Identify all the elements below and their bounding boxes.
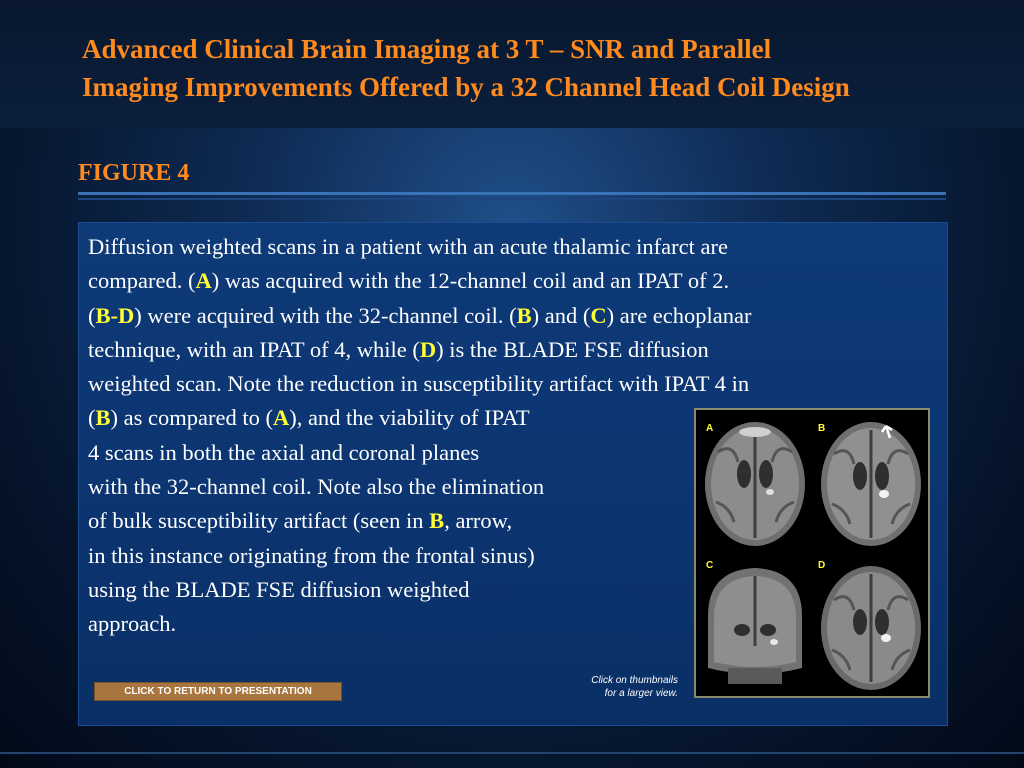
title-line-1: Advanced Clinical Brain Imaging at 3 T –… xyxy=(82,34,772,64)
thumbnail-grid: A B C D xyxy=(694,408,930,698)
desc-line: approach. xyxy=(88,611,177,637)
thumbnail-label-b: B xyxy=(818,423,826,434)
thumbnail-a[interactable] xyxy=(698,412,812,552)
thumbnail-label-c: C xyxy=(706,560,714,571)
desc-line: of bulk susceptibility artifact (seen in… xyxy=(88,508,513,534)
figure-description: Diffusion weighted scans in a patient wi… xyxy=(88,230,933,642)
hint-line-1: Click on thumbnails xyxy=(591,675,678,686)
figure-label: FIGURE 4 xyxy=(78,160,190,186)
thumbnail-d[interactable] xyxy=(814,556,928,696)
desc-line: compared. (A) was acquired with the 12-c… xyxy=(88,268,730,294)
desc-line: weighted scan. Note the reduction in sus… xyxy=(88,371,750,397)
desc-line: with the 32-channel coil. Note also the … xyxy=(88,474,545,500)
thumbnail-b[interactable] xyxy=(814,412,928,552)
title-band xyxy=(0,0,1024,128)
desc-line: 4 scans in both the axial and coronal pl… xyxy=(88,439,480,465)
desc-line: Diffusion weighted scans in a patient wi… xyxy=(88,234,728,259)
divider-bottom xyxy=(78,198,946,200)
desc-line: technique, with an IPAT of 4, while (D) … xyxy=(88,336,709,362)
desc-line: (B) as compared to (A), and the viabilit… xyxy=(88,405,530,431)
desc-line: using the BLADE FSE diffusion weighted xyxy=(88,576,470,602)
hint-line-2: for a larger view. xyxy=(604,688,678,699)
slide-title: Advanced Clinical Brain Imaging at 3 T –… xyxy=(82,30,1002,106)
desc-line: in this instance originating from the fr… xyxy=(88,542,535,568)
thumbnail-hint: Click on thumbnails for a larger view. xyxy=(560,674,678,700)
thumbnail-c[interactable] xyxy=(698,556,812,696)
desc-line: (B-D) were acquired with the 32-channel … xyxy=(88,302,752,328)
divider-top xyxy=(78,192,946,195)
thumbnail-label-d: D xyxy=(818,560,826,571)
footer-line xyxy=(0,752,1024,754)
thumbnail-label-a: A xyxy=(706,423,714,434)
title-line-2: Imaging Improvements Offered by a 32 Cha… xyxy=(82,72,850,102)
return-to-presentation-button[interactable]: CLICK TO RETURN TO PRESENTATION xyxy=(94,682,342,701)
